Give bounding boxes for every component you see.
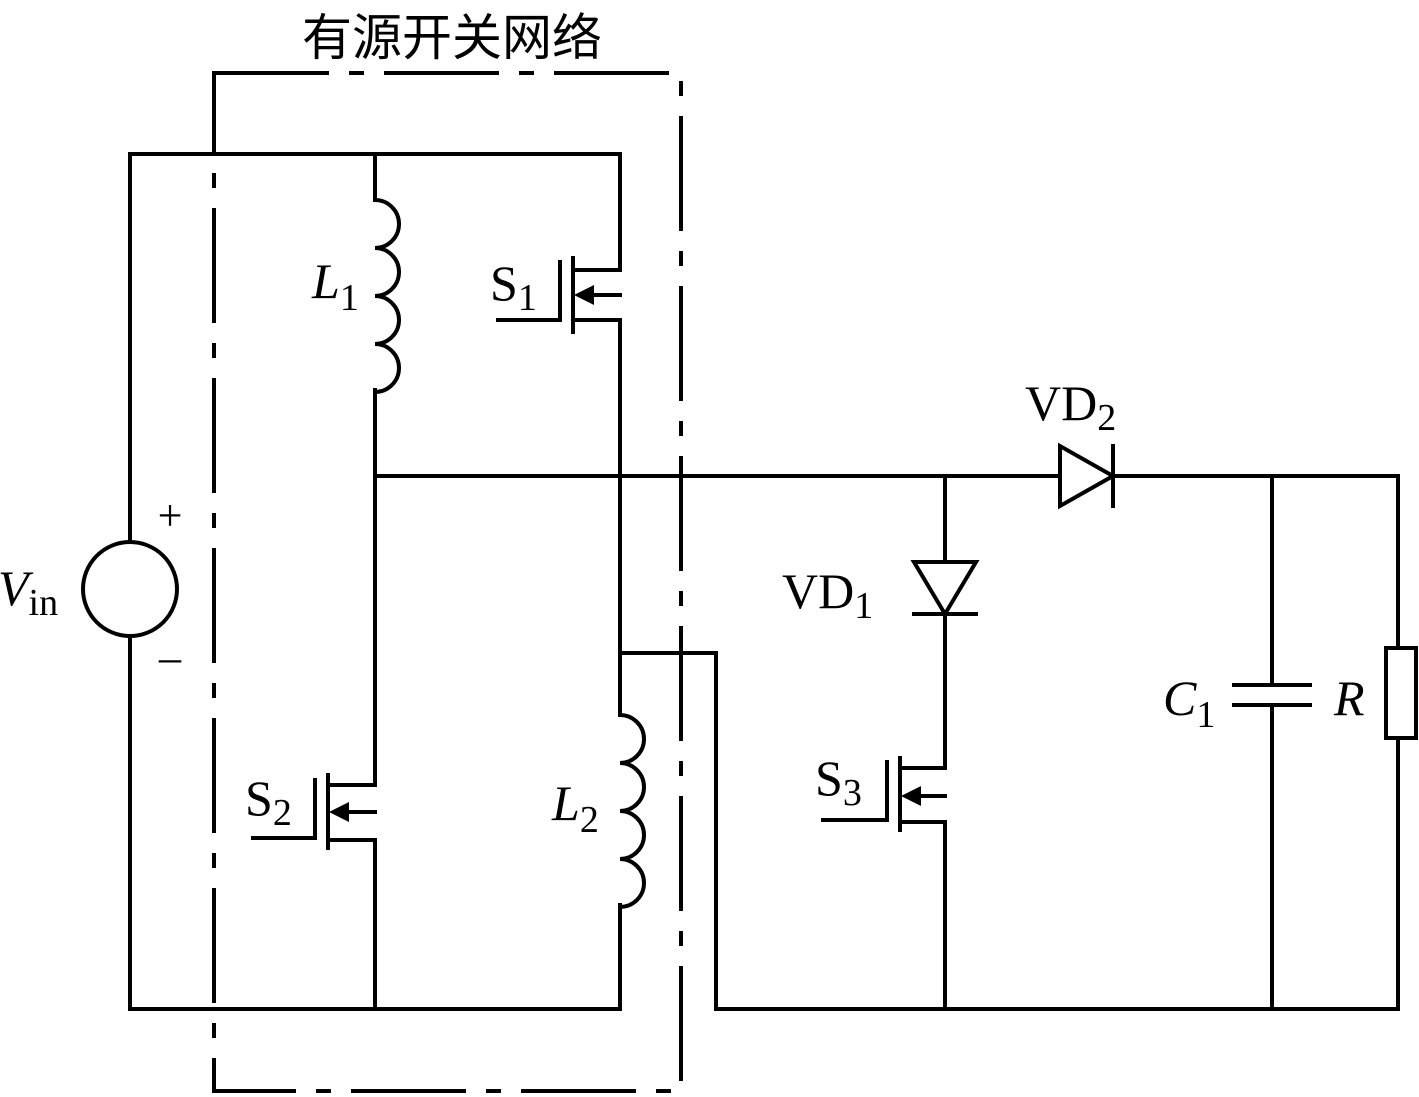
minus-sign: – xyxy=(158,633,182,682)
vd2-label-main: VD xyxy=(1025,375,1097,431)
network-title: 有源开关网络 xyxy=(302,9,602,67)
diode-vd1 xyxy=(910,560,980,618)
s2-label-main: S xyxy=(245,770,273,826)
s1-label: S1 xyxy=(490,255,537,319)
s3-label-sub: 3 xyxy=(843,772,862,814)
s3-label-main: S xyxy=(815,750,843,806)
voltage-source xyxy=(81,540,179,638)
vin-label-main: V xyxy=(0,560,34,616)
inductor-l2 xyxy=(617,712,646,910)
l2-label-sub: 2 xyxy=(580,799,599,841)
l2-label: L2 xyxy=(551,775,599,841)
l1-label-main: L xyxy=(311,253,340,309)
capacitor-c1 xyxy=(1232,683,1312,707)
mosfet-s2 xyxy=(251,773,377,850)
s3-label: S3 xyxy=(815,750,862,814)
mosfet-s3 xyxy=(821,756,947,832)
diode-vd2 xyxy=(1058,442,1118,510)
s2-label: S2 xyxy=(245,770,292,834)
vd2-label: VD2 xyxy=(1025,375,1116,439)
vd1-label: VD1 xyxy=(782,563,873,627)
vd1-label-main: VD xyxy=(782,563,854,619)
wiring xyxy=(128,152,1400,1011)
l2-label-main: L xyxy=(551,775,580,831)
l1-label: L1 xyxy=(311,253,359,319)
vin-label: Vin xyxy=(0,560,58,624)
active-network-boundary xyxy=(212,71,683,1093)
vd2-label-sub: 2 xyxy=(1097,397,1116,439)
c1-label-main: C xyxy=(1163,670,1197,726)
s1-label-sub: 1 xyxy=(518,277,537,319)
resistor-r xyxy=(1384,646,1418,740)
mosfet-s1 xyxy=(496,256,622,334)
c1-label: C1 xyxy=(1163,670,1215,736)
inductor-l1 xyxy=(372,197,401,395)
s2-label-sub: 2 xyxy=(273,792,292,834)
vd1-label-sub: 1 xyxy=(854,585,873,627)
plus-sign: + xyxy=(158,491,183,540)
s1-label-main: S xyxy=(490,255,518,311)
c1-label-sub: 1 xyxy=(1196,694,1215,736)
l1-label-sub: 1 xyxy=(340,277,359,319)
r-label: R xyxy=(1333,670,1365,726)
vin-label-sub: in xyxy=(29,582,59,624)
